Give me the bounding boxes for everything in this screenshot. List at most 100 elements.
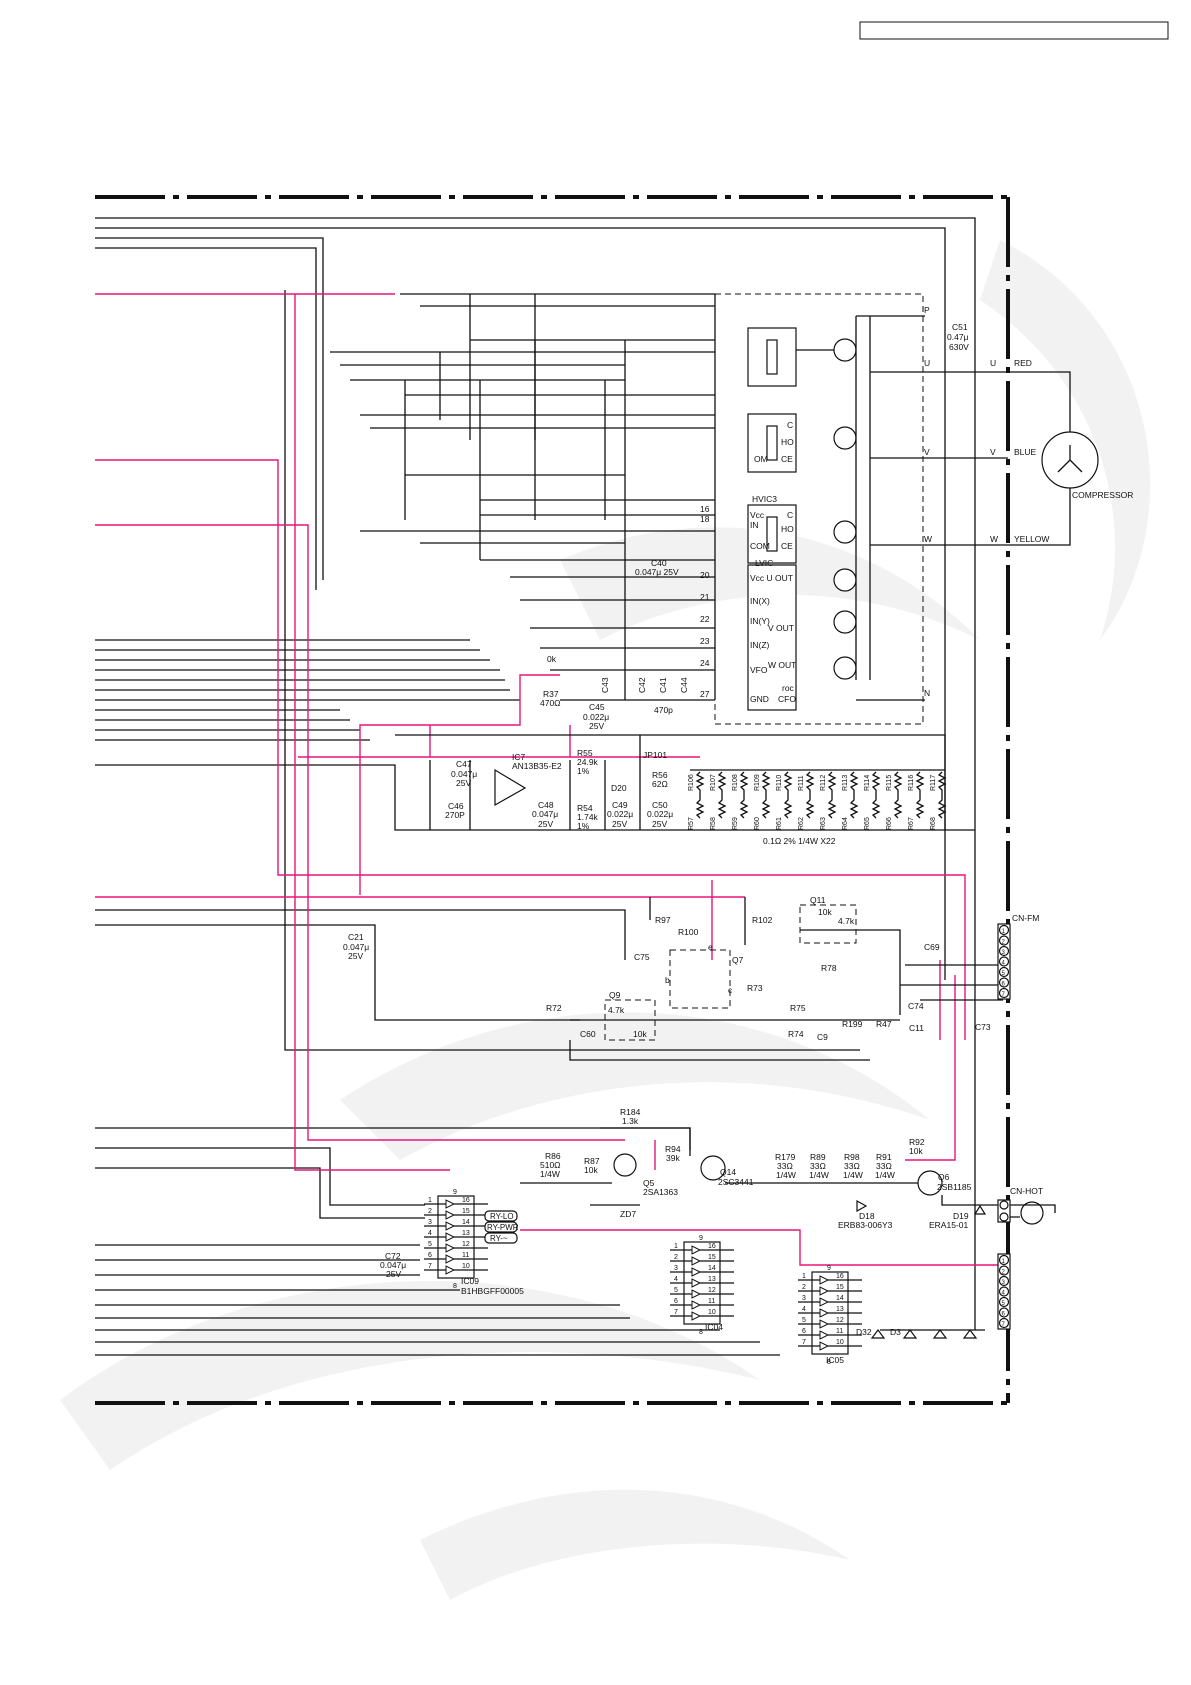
shunt-label-bottom: R60 bbox=[754, 817, 761, 830]
ic-pin-right: 14 bbox=[708, 1265, 716, 1272]
ic-pin-left: 7 bbox=[674, 1309, 678, 1316]
relay-tags: RY-LO RY-PWR RY-~ bbox=[484, 1210, 519, 1244]
ic-pin-right: 12 bbox=[708, 1287, 716, 1294]
connector-pin bbox=[998, 1286, 1010, 1297]
connector-pin-number: 6 bbox=[1002, 1312, 1006, 1318]
label-r89: R89 bbox=[810, 1152, 826, 1162]
label-r55: R55 bbox=[577, 748, 593, 758]
ipm-module-outline bbox=[714, 293, 924, 725]
label-d18: D18 bbox=[859, 1211, 875, 1221]
ic-pin-left: 2 bbox=[802, 1284, 806, 1291]
shunt-resistor bbox=[893, 771, 903, 819]
label-q5-part: 2SA1363 bbox=[643, 1187, 678, 1197]
ic-pin-right: 16 bbox=[836, 1273, 844, 1280]
label-ic7: IC7 bbox=[512, 752, 526, 762]
label-r92: R92 bbox=[909, 1137, 925, 1147]
shunt-resistor bbox=[915, 771, 925, 819]
label-yellow: YELLOW bbox=[1014, 534, 1049, 544]
label-c72-val: 0.047μ bbox=[380, 1260, 406, 1270]
ic-pin-left: 5 bbox=[428, 1241, 432, 1248]
label-ce1: CE bbox=[781, 454, 793, 464]
fan-motor-section bbox=[569, 897, 1003, 1061]
ic-pin-right: 10 bbox=[708, 1309, 716, 1316]
shunt-resistor bbox=[871, 771, 881, 819]
label-c40: C40 bbox=[651, 558, 667, 568]
label-gnd: GND bbox=[750, 694, 769, 704]
label-r97: R97 bbox=[655, 915, 671, 925]
label-q6: Q6 bbox=[938, 1172, 950, 1182]
label-r87-val: 10k bbox=[584, 1165, 598, 1175]
label-ho2: HO bbox=[781, 524, 794, 534]
label-c44: C44 bbox=[679, 677, 689, 693]
shunt-resistor bbox=[761, 771, 771, 819]
connector-pin bbox=[998, 924, 1010, 936]
label-vfo: VFO bbox=[750, 665, 768, 675]
relay-diodes bbox=[870, 1329, 985, 1339]
label-pin27: 27 bbox=[700, 689, 710, 699]
shunt-label-top: R115 bbox=[886, 775, 893, 791]
shunt-label-bottom: R68 bbox=[930, 817, 937, 830]
label-v1: V bbox=[924, 447, 930, 457]
ic-pin-left: 3 bbox=[674, 1265, 678, 1272]
label-pin18: 18 bbox=[700, 514, 710, 524]
ic-pin-right: 10 bbox=[462, 1263, 470, 1270]
label-c51-v: 630V bbox=[949, 342, 969, 352]
ic-pin-left: 4 bbox=[802, 1306, 806, 1313]
label-w-out: W OUT bbox=[768, 660, 796, 670]
label-shunt-note: 0.1Ω 2% 1/4W X22 bbox=[763, 836, 836, 846]
label-c48-v: 25V bbox=[538, 819, 553, 829]
shunt-label-top: R116 bbox=[908, 775, 915, 791]
label-r86: R86 bbox=[545, 1151, 561, 1161]
shunt-label-bottom: R63 bbox=[820, 817, 827, 830]
label-lvic: LVIC bbox=[755, 558, 773, 568]
shunt-label-bottom: R67 bbox=[908, 817, 915, 830]
label-r91-val: 33Ω bbox=[876, 1161, 892, 1171]
label-in-z: IN(Z) bbox=[750, 640, 770, 650]
shunt-label-top: R109 bbox=[754, 774, 761, 791]
shunt-resistor bbox=[937, 771, 947, 819]
label-r89-w: 1/4W bbox=[809, 1170, 829, 1180]
label-c60: C60 bbox=[580, 1029, 596, 1039]
label-q9: Q9 bbox=[609, 990, 621, 1000]
label-vcc: Vcc bbox=[750, 510, 765, 520]
shunt-resistor bbox=[695, 771, 705, 819]
label-c75: C75 bbox=[634, 952, 650, 962]
label-r54: R54 bbox=[577, 803, 593, 813]
ic-pin-bottom: 8 bbox=[453, 1283, 457, 1290]
label-r102: R102 bbox=[752, 915, 773, 925]
label-q7: Q7 bbox=[732, 955, 744, 965]
label-w1: W bbox=[924, 534, 932, 544]
label-r56-val: 62Ω bbox=[652, 779, 668, 789]
ic-pin-left: 5 bbox=[802, 1317, 806, 1324]
label-c50: C50 bbox=[652, 800, 668, 810]
label-c43: C43 bbox=[600, 677, 610, 693]
label-d32: D32 bbox=[856, 1327, 872, 1337]
label-r75: R75 bbox=[790, 1003, 806, 1013]
label-d20: D20 bbox=[611, 783, 627, 793]
label-pin23: 23 bbox=[700, 636, 710, 646]
label-ic05: IC05 bbox=[826, 1355, 844, 1365]
shunt-label-top: R106 bbox=[688, 774, 695, 791]
shunt-label-top: R113 bbox=[842, 775, 849, 791]
ic-pin-right: 11 bbox=[708, 1298, 715, 1305]
ic-pin-left: 5 bbox=[674, 1287, 678, 1294]
connector-pin-number: 6 bbox=[1002, 982, 1006, 988]
label-c45: C45 bbox=[589, 702, 605, 712]
ic-pin-left: 3 bbox=[428, 1219, 432, 1226]
shunt-label-bottom: R66 bbox=[886, 817, 893, 830]
label-r184: R184 bbox=[620, 1107, 641, 1117]
label-b: b bbox=[665, 975, 670, 985]
ic-pin-left: 1 bbox=[802, 1273, 806, 1280]
current-sense-section bbox=[395, 734, 946, 830]
ic-pin-bottom: 8 bbox=[827, 1359, 831, 1366]
label-ic7-part: AN13B35-E2 bbox=[512, 761, 562, 771]
shunt-resistor-array: R106R57R107R58R108R59R109R60R110R61R111R… bbox=[688, 771, 947, 830]
connector-pin bbox=[998, 945, 1010, 957]
label-c72-v: 25V bbox=[386, 1269, 401, 1279]
label-c1: C bbox=[787, 420, 793, 430]
label-q11: Q11 bbox=[810, 895, 826, 905]
label-r78: R78 bbox=[821, 963, 837, 973]
label-r87: R87 bbox=[584, 1156, 600, 1166]
label-c74: C74 bbox=[908, 1001, 924, 1011]
